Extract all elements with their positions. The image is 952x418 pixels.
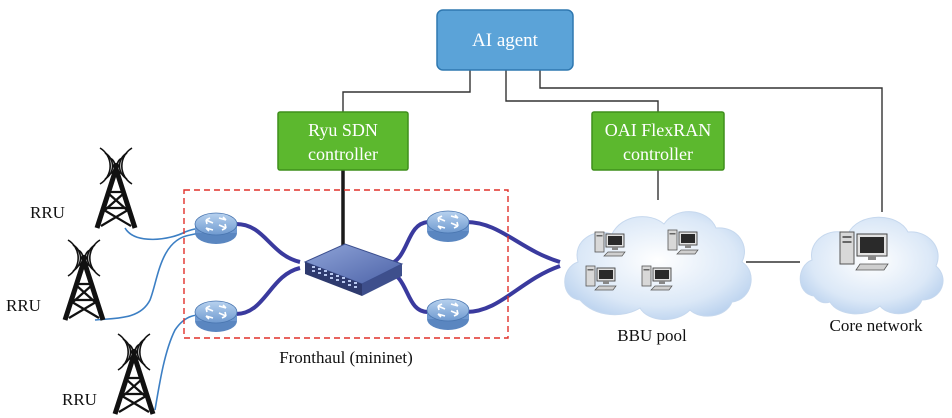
rru-label-3: RRU bbox=[62, 390, 97, 409]
router-icon[interactable] bbox=[426, 210, 470, 243]
router-icon[interactable] bbox=[426, 298, 470, 331]
fronthaul-boundary bbox=[183, 189, 509, 339]
flexran-controller-line2: controller bbox=[623, 144, 693, 164]
bbu-pool-label: BBU pool bbox=[617, 326, 687, 345]
oai-flexran-controller-box[interactable]: OAI FlexRAN controller bbox=[591, 111, 725, 171]
rru-label-2: RRU bbox=[6, 296, 41, 315]
control-links bbox=[342, 70, 883, 263]
bbu-pool-cloud-icon[interactable] bbox=[564, 211, 752, 320]
rru-label-1: RRU bbox=[30, 203, 65, 222]
antenna-tower-icon bbox=[97, 148, 135, 228]
ai-agent-label: AI agent bbox=[472, 30, 539, 51]
antenna-tower-icon bbox=[65, 240, 103, 320]
fronthaul-label: Fronthaul (mininet) bbox=[279, 348, 413, 367]
router-icon[interactable] bbox=[194, 212, 238, 245]
computer-icon bbox=[585, 265, 617, 291]
core-network-label: Core network bbox=[829, 316, 923, 335]
core-network-cloud-icon[interactable] bbox=[799, 216, 944, 315]
antenna-tower-icon bbox=[115, 334, 153, 414]
switch-icon[interactable] bbox=[303, 243, 404, 296]
computer-icon bbox=[667, 229, 699, 255]
ryu-sdn-controller-box[interactable]: Ryu SDN controller bbox=[277, 111, 409, 171]
ryu-controller-line2: controller bbox=[308, 144, 378, 164]
computer-icon bbox=[641, 265, 673, 291]
router-icon[interactable] bbox=[194, 300, 238, 333]
flexran-controller-line1: OAI FlexRAN bbox=[605, 120, 712, 140]
ryu-controller-line1: Ryu SDN bbox=[308, 120, 378, 140]
computer-icon bbox=[594, 231, 626, 257]
ai-agent-box[interactable]: AI agent bbox=[436, 9, 574, 71]
computer-icon bbox=[839, 231, 889, 271]
